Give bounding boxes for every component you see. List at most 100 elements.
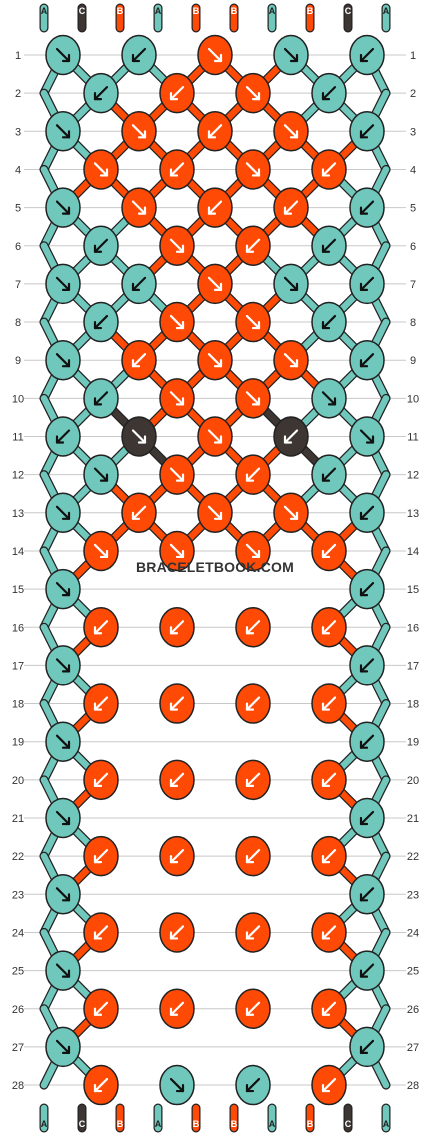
knot (159, 683, 195, 724)
knot (235, 759, 271, 801)
knot-arrowhead (93, 702, 103, 711)
knot (311, 683, 347, 724)
knot-arrow (131, 47, 147, 63)
knot-arrow (169, 620, 185, 635)
knot (235, 149, 271, 190)
knot (349, 339, 385, 381)
bottom-string-label: B (117, 1119, 124, 1129)
knot-arrow (169, 314, 185, 330)
knot-arrowhead (359, 511, 369, 520)
knot-arrowhead (61, 511, 71, 520)
knot-arrow (321, 467, 337, 482)
knot (349, 874, 385, 915)
knot-arrowhead (321, 1007, 331, 1016)
top-string-label: A (269, 6, 276, 16)
knot (197, 339, 233, 381)
row-label-left: 27 (12, 1042, 24, 1054)
bottom-string-label: A (155, 1119, 162, 1129)
knot (45, 645, 81, 686)
knot-arrowhead (207, 206, 217, 215)
top-string-label: C (345, 6, 352, 16)
knot (235, 72, 271, 114)
knot-arrow (93, 543, 109, 559)
knot-arrowhead (131, 359, 141, 368)
knot (83, 607, 119, 648)
knot-arrow (359, 810, 375, 826)
knot-arrow (321, 314, 337, 330)
row-label-right: 16 (407, 622, 419, 634)
knot (311, 225, 347, 266)
knot (83, 530, 119, 572)
knot-arrowhead (251, 397, 261, 406)
knot-arrow (245, 467, 261, 482)
knot-arrowhead (93, 320, 103, 330)
knot (311, 988, 347, 1029)
knot-arrowhead (283, 435, 293, 444)
row-label-left: 20 (12, 775, 24, 787)
knot-arrow (55, 124, 71, 139)
knot-arrow (321, 772, 337, 787)
bottom-string-label: A (269, 1119, 276, 1129)
knot-arrowhead (321, 626, 331, 635)
top-string-label: B (193, 6, 200, 16)
row-label-left: 24 (12, 927, 24, 939)
knot-arrowhead (175, 244, 185, 253)
knot-arrow (321, 238, 337, 253)
knot-arrowhead (321, 168, 331, 177)
knot-arrow (93, 391, 109, 406)
row-label-right: 15 (407, 584, 419, 596)
knot (45, 263, 81, 305)
knot-arrowhead (359, 359, 369, 368)
knot (45, 950, 81, 991)
knot (45, 797, 81, 839)
knot-arrow (245, 543, 261, 559)
row-label-left: 11 (12, 432, 23, 444)
knot-arrowhead (359, 969, 369, 978)
knot-arrow (93, 162, 109, 177)
knot-arrow (359, 734, 375, 749)
knot (235, 225, 271, 266)
knot-arrow (131, 353, 147, 368)
knot (83, 1064, 119, 1106)
knot (121, 34, 157, 76)
top-string-label: A (383, 6, 390, 16)
row-label-left: 14 (12, 546, 24, 558)
knot-arrow (169, 86, 185, 101)
knot (311, 301, 347, 343)
row-label-right: 11 (407, 432, 418, 444)
row-label-left: 18 (12, 699, 24, 711)
knot (273, 111, 309, 152)
knot-arrow (93, 314, 109, 330)
knot-arrow (169, 391, 185, 406)
knot (235, 1064, 271, 1106)
row-label-right: 3 (410, 126, 416, 138)
knot-arrowhead (93, 778, 103, 787)
knot-arrow (207, 47, 223, 63)
knot-arrowhead (251, 92, 261, 101)
knot-arrowhead (93, 626, 103, 635)
row-label-right: 22 (407, 851, 419, 863)
knot (273, 339, 309, 381)
knot-arrow (245, 391, 261, 406)
knot (349, 721, 385, 762)
knot-arrow (55, 505, 71, 520)
knot (349, 950, 385, 991)
knot (83, 683, 119, 724)
knot-arrowhead (245, 778, 255, 787)
knot (159, 835, 195, 877)
knot (235, 988, 271, 1029)
knot-arrowhead (61, 969, 71, 978)
row-label-right: 23 (407, 889, 419, 901)
row-label-left: 12 (12, 470, 24, 482)
knot (121, 111, 157, 152)
knot-arrow (245, 620, 261, 635)
knot-arrow (55, 429, 71, 444)
knot-arrow (321, 925, 337, 940)
knot-arrowhead (321, 549, 331, 559)
knot-arrow (207, 200, 223, 215)
row-label-left: 26 (12, 1004, 24, 1016)
knot (349, 1026, 385, 1068)
knot-arrowhead (61, 740, 71, 749)
knot-arrowhead (131, 53, 141, 63)
knot (349, 645, 385, 686)
